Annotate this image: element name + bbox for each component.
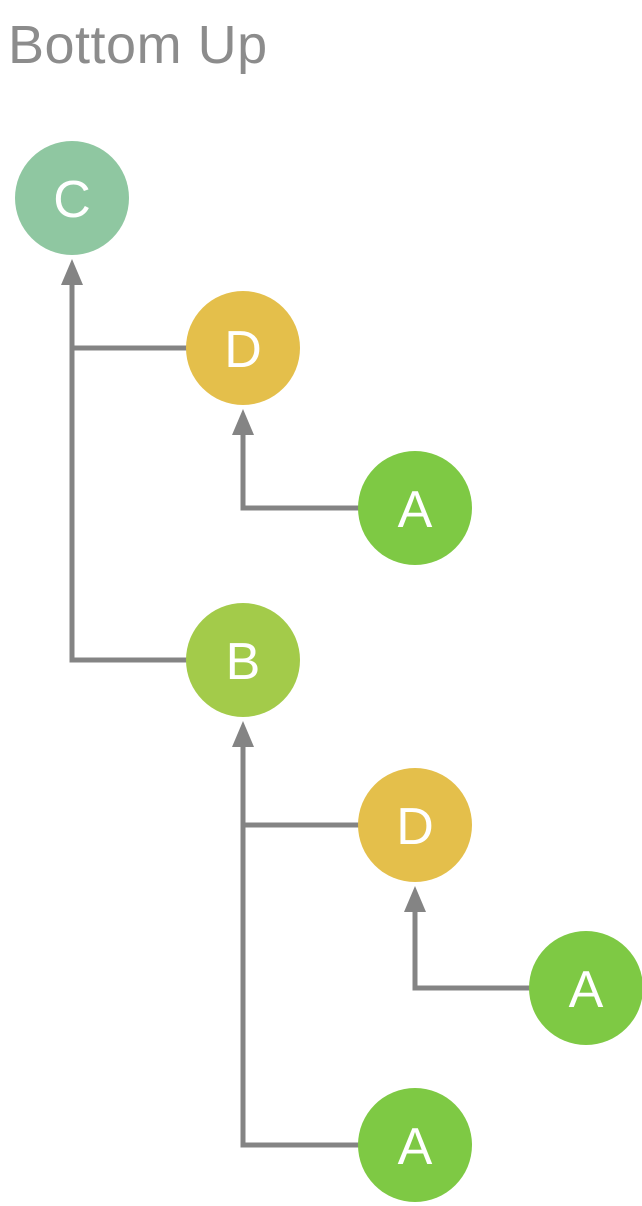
tree-node-A3 [358, 1088, 472, 1202]
edge-connector [412, 899, 531, 991]
tree-node-label: B [226, 633, 261, 691]
tree-node-label: C [53, 171, 91, 229]
edge-connector [240, 422, 360, 511]
tree-node-B [186, 603, 300, 717]
arrowhead-icon [61, 259, 83, 285]
tree-node-label: D [396, 798, 434, 856]
page-title: Bottom Up [8, 15, 268, 75]
tree-node-D2 [358, 768, 472, 882]
tree-node-C [15, 141, 129, 255]
arrowhead-icon [404, 886, 426, 912]
edge-connector [69, 272, 188, 663]
arrowhead-icon [232, 721, 254, 747]
tree-node-A1 [358, 451, 472, 565]
tree-node-label: D [224, 321, 262, 379]
tree-node-label: A [398, 1118, 433, 1176]
tree-node-A2 [529, 931, 642, 1045]
tree-node-D1 [186, 291, 300, 405]
arrowhead-icon [232, 409, 254, 435]
tree-node-label: A [569, 961, 604, 1019]
tree-node-label: A [398, 481, 433, 539]
edge-connector [240, 734, 360, 1148]
